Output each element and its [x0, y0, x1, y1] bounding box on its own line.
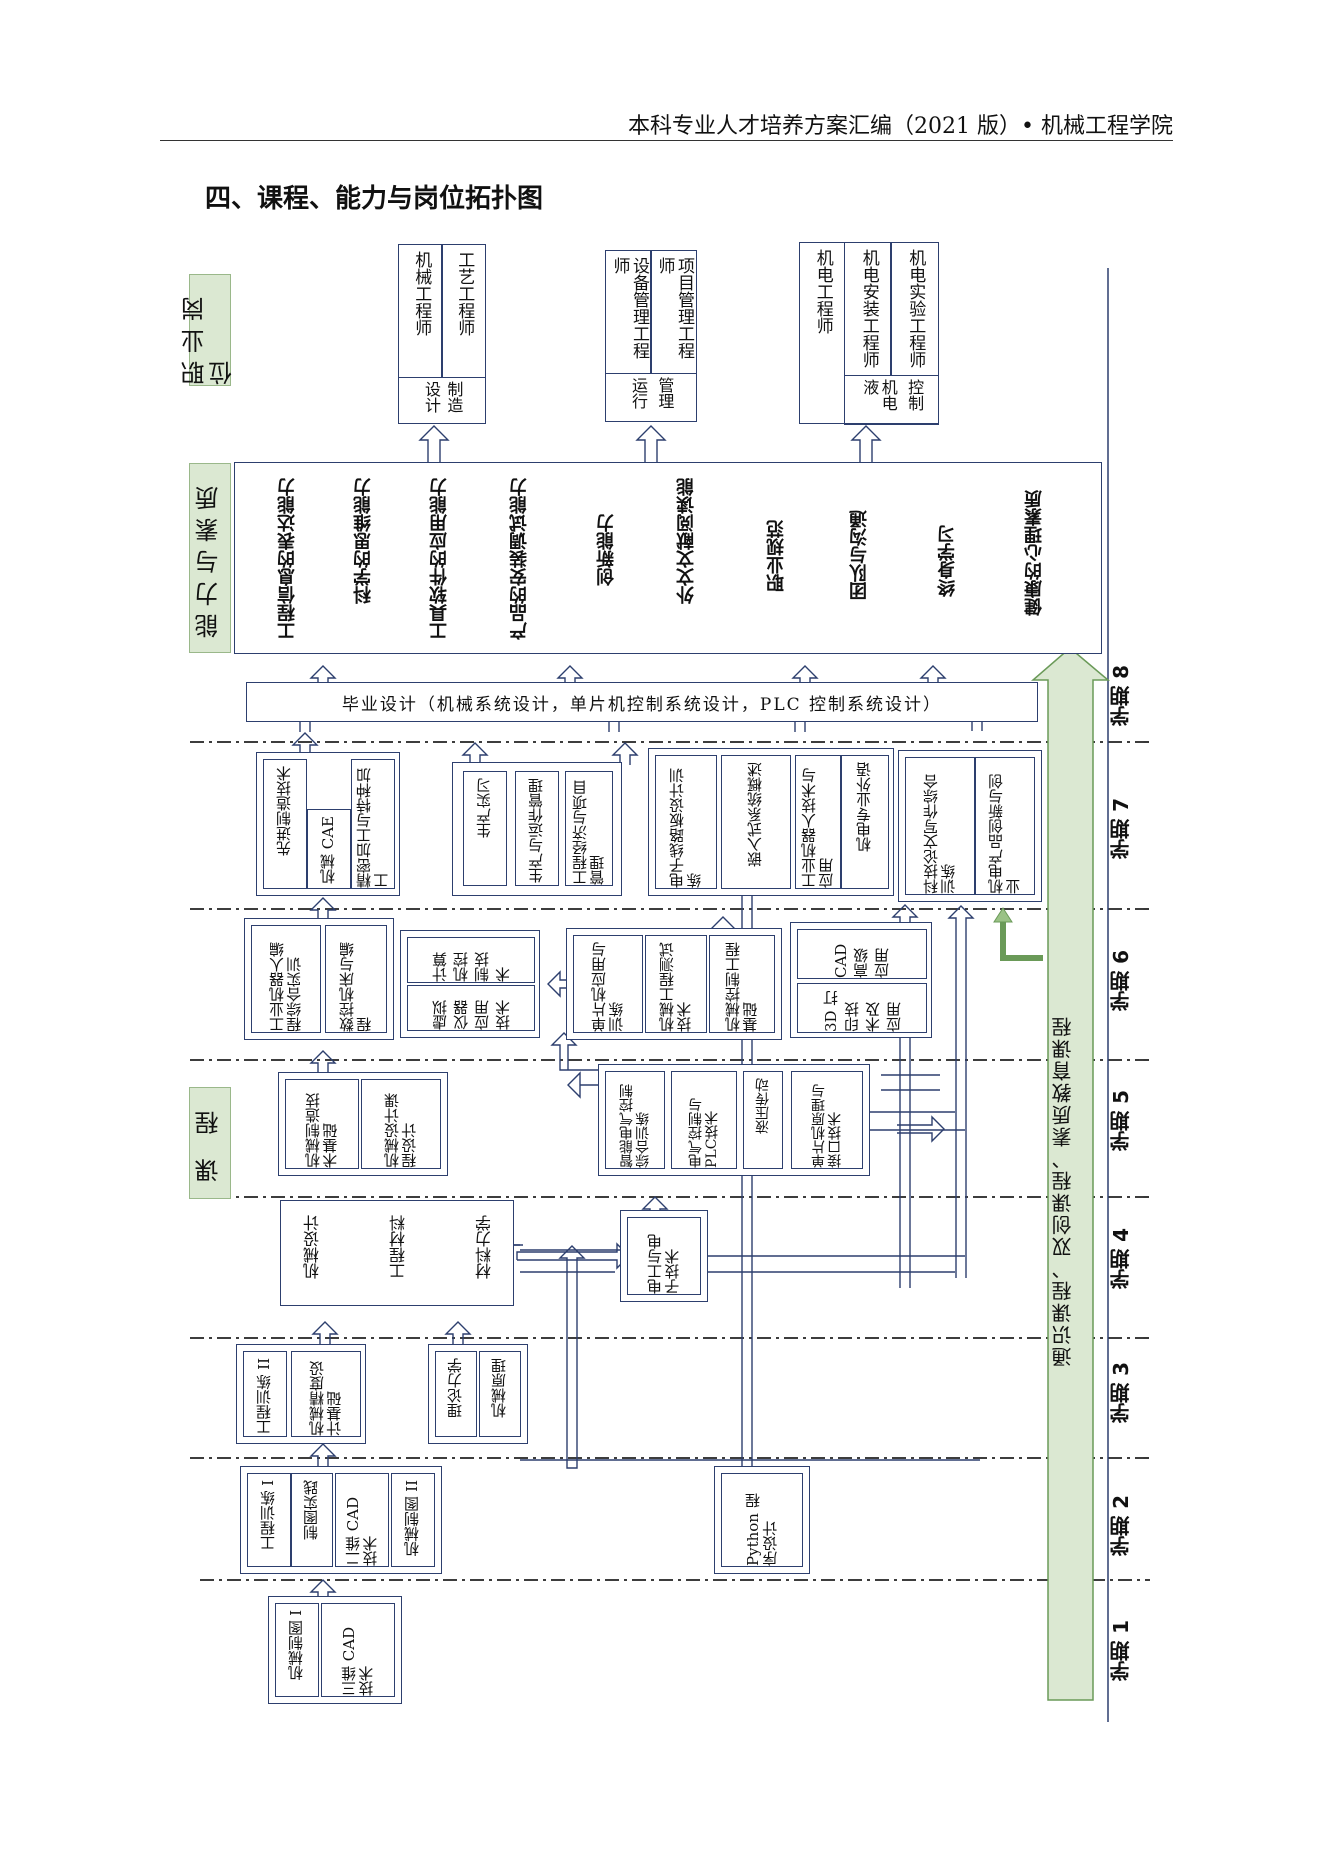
job-group-design: 设计制造 机械工程师 工艺工程师: [398, 244, 486, 424]
semester-1: 学期 1: [1109, 1620, 1133, 1681]
s3-group-b: 理论力学 机械原理: [428, 1344, 528, 1444]
job-mechanical-engineer: 机械工程师: [398, 244, 443, 378]
job-group-mechatronics: 机电工程师 机电安装工程师 机电实验工程师 机电液控制: [799, 242, 939, 425]
ability-7: 职业规范: [765, 520, 787, 592]
ability-4: 产品的安装调试能力: [508, 478, 530, 640]
s6-group-a: 工业机器人编程综合实训 数控机床与编程: [244, 918, 394, 1040]
header-divider: [160, 140, 1173, 141]
s2-group-a: 工程训练 I 制图实践 二维 CAD 技术 机械制图 II: [240, 1466, 442, 1574]
semester-3: 学期 3: [1109, 1362, 1133, 1423]
s4-group-b: 电工与电子技术: [620, 1210, 708, 1302]
s7-group-b: 生产实习 生产与运作管理 工程经济与项目管理: [452, 762, 622, 896]
s5-group-a: 机械制造技术基础 机械设计课程设计: [278, 1072, 448, 1176]
s7-group-d: 科技论文写作综合训练 机电产品创新与创业: [898, 750, 1042, 902]
ability-6: 外文文献阅读能: [675, 478, 697, 604]
s6-group-b: 计算机控制技术 虚拟仪器应用技术: [400, 930, 540, 1038]
general-courses-label: 通识课程、双创课程、素质教育课程: [1051, 1015, 1075, 1367]
ability-2: 科学的思维能力: [352, 478, 374, 604]
s1-group: 机械制图 I 三维 CAD 技术: [268, 1596, 402, 1704]
label-jobs: 职业岗位: [181, 274, 237, 386]
s2-python: Python 程序设计: [714, 1466, 810, 1574]
ability-10: 健康的心理素质: [1023, 490, 1045, 616]
job-equipment-engineer: 设备管理工程师: [605, 250, 652, 374]
ability-5: 创新能力: [595, 514, 617, 586]
s3-group-a: 工程训练 II 机械精度设计基础: [236, 1344, 366, 1444]
s6-group-c: 单片机应用与训练 机械工程测试技术 机械控制工程基础: [566, 928, 782, 1040]
page-header: 本科专业人才培养方案汇编（2021 版）• 机械工程学院: [628, 114, 1173, 139]
s7-group-c: 电子线路板设计训练 嵌入式系统概述 工业机器人技术与应用 机电专业外语: [648, 748, 894, 896]
semester-5: 学期 5: [1109, 1090, 1133, 1151]
s7-group-a: 先进制造技术 机械 CAE 精密加工与特种加工: [256, 752, 400, 896]
semester-6: 学期 6: [1109, 950, 1133, 1011]
semester-8: 学期 8: [1109, 665, 1133, 726]
graduation-design: 毕业设计（机械系统设计，单片机控制系统设计，PLC 控制系统设计）: [246, 682, 1038, 722]
job-mechatronic-install: 机电安装工程师: [844, 242, 892, 376]
s5-group-b: 智能电气控制综合训练 电气控制与PLC技术 液压传动 单片机原理与接口技术: [598, 1064, 870, 1176]
semester-2: 学期 2: [1109, 1495, 1133, 1556]
ability-1: 工程信息的表达能力: [276, 478, 298, 640]
ability-panel: [234, 462, 1102, 654]
s4-group-a: 机械设计 工程材料 材料力学: [280, 1200, 514, 1306]
s6-group-d: CAD 高级应用 3D 打印技术及应用: [790, 922, 932, 1038]
label-courses: 课 程: [189, 1087, 231, 1199]
ability-9: 终身学习: [936, 525, 958, 597]
job-process-engineer: 工艺工程师: [441, 244, 486, 378]
section-title: 四、课程、能力与岗位拓扑图: [205, 184, 544, 214]
job-mechatronic-lab: 机电实验工程师: [890, 242, 939, 376]
semester-4: 学期 4: [1109, 1228, 1133, 1289]
job-group-management: 运行管理 设备管理工程师 项目管理工程师: [605, 250, 697, 422]
semester-7: 学期 7: [1109, 798, 1133, 859]
ability-3: 工具软件的应用能力: [428, 478, 450, 640]
job-project-engineer: 项目管理工程师: [650, 250, 697, 374]
label-ability: 能力与素质: [189, 463, 231, 653]
ability-8: 团队与沟通: [848, 510, 870, 600]
